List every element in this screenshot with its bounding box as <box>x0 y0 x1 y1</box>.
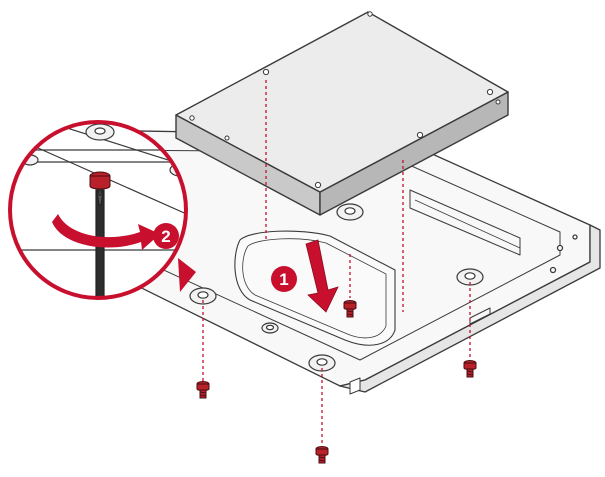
detail-callout <box>8 120 196 300</box>
storage-drive <box>175 11 509 216</box>
bracket-mount-bosses <box>189 203 484 372</box>
screw-icon <box>463 360 477 378</box>
mount-boss <box>308 354 336 372</box>
step-2-number: 2 <box>161 227 170 246</box>
callout-ring <box>8 120 188 300</box>
alignment-guides <box>202 80 471 445</box>
screw-icon <box>315 446 329 464</box>
mount-boss <box>336 203 364 221</box>
mount-boss <box>456 268 484 286</box>
screw-icon <box>343 300 357 318</box>
rotate-arrow-icon <box>52 214 160 250</box>
bracket-cutout <box>234 230 396 346</box>
drive-top <box>175 11 509 193</box>
step-1-badge: 1 <box>271 266 297 292</box>
down-arrow-icon <box>305 239 339 313</box>
screws <box>196 300 477 464</box>
mount-boss <box>189 287 217 305</box>
screw-icon <box>89 171 111 190</box>
step-2-badge: 2 <box>153 223 179 249</box>
mount-boss <box>261 322 279 334</box>
screwdriver-icon <box>95 179 105 298</box>
step-1-number: 1 <box>279 270 288 289</box>
screw-icon <box>196 381 210 399</box>
